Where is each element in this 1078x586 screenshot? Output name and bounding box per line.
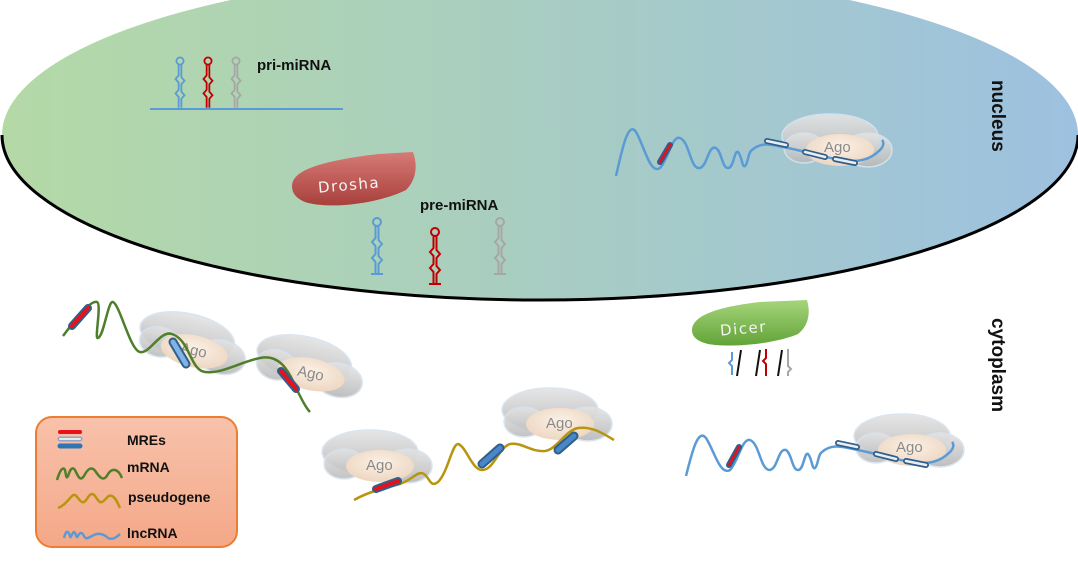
mature-mirna-duplexes: [727, 349, 793, 377]
pseudogene-swatch-icon: [57, 492, 122, 510]
pre-mirna-label: pre-miRNA: [420, 197, 499, 214]
legend-label-pseudogene: pseudogene: [128, 489, 211, 505]
ago-complex: Ago: [250, 326, 371, 403]
ago-complex: Ago: [133, 303, 254, 380]
nucleus-label: nucleus: [987, 80, 1008, 152]
legend-item-lncrna: lncRNA: [62, 525, 178, 541]
legend-box: [35, 416, 238, 548]
ago-label: Ago: [366, 457, 393, 474]
cytoplasm-label: cytoplasm: [987, 318, 1008, 412]
pre-mirna-group: pre-miRNA: [371, 197, 506, 285]
legend-item-pseudogene: pseudogene: [57, 489, 211, 510]
nucleus-region: [0, 0, 1078, 302]
mres-swatch-icon: [57, 430, 83, 449]
ago-label: Ago: [824, 139, 851, 156]
dicer-shape: [692, 300, 809, 346]
legend-label-mres: MREs: [127, 432, 166, 448]
nuclear-lncrna-ago: Ago: [614, 113, 893, 177]
pri-mirna-group: pri-miRNA: [150, 56, 343, 110]
pseudogene-ago-group: Ago Ago: [321, 387, 615, 502]
legend-label-lncrna: lncRNA: [127, 525, 178, 541]
ago-complex: Ago: [321, 429, 433, 484]
ago-complex: Ago: [853, 413, 965, 468]
dicer-label: Dicer: [719, 318, 767, 340]
legend-label-mrna: mRNA: [127, 459, 170, 475]
mre-blue-group: [835, 440, 929, 468]
pre-mirna-hairpin-gray: [494, 217, 506, 275]
legend-item-mrna: mRNA: [55, 459, 170, 481]
drosha-enzyme: Drosha: [292, 152, 416, 206]
mre-blue-group: [764, 138, 858, 166]
ago-complex: Ago: [781, 113, 893, 168]
nucleus-membrane: [2, 0, 1078, 300]
nuclear-envelope-line: [0, 134, 1078, 302]
drosha-shape: [292, 152, 416, 206]
legend-item-mres: MREs: [57, 430, 166, 449]
pre-mirna-hairpin-blue: [371, 217, 383, 275]
pre-mirna-hairpin-red: [429, 227, 441, 285]
drosha-label: Drosha: [317, 173, 380, 196]
mrna-ago-group: Ago Ago: [62, 300, 371, 413]
ago-complex: Ago: [501, 387, 613, 442]
cytoplasmic-lncrna-ago: Ago: [684, 413, 965, 477]
ago-label: Ago: [896, 439, 923, 456]
dicer-enzyme: Dicer: [692, 300, 809, 346]
lncrna-swatch-icon: [62, 530, 121, 541]
legend: MREs mRNA pseudogene lncRNA: [35, 416, 238, 548]
mrna-swatch-icon: [55, 467, 124, 481]
pseudogene-strand: [353, 426, 615, 502]
pri-mirna-label: pri-miRNA: [257, 57, 331, 74]
mrna-strand: [62, 300, 311, 413]
ago-label: Ago: [296, 363, 326, 385]
ago-label: Ago: [546, 415, 573, 432]
